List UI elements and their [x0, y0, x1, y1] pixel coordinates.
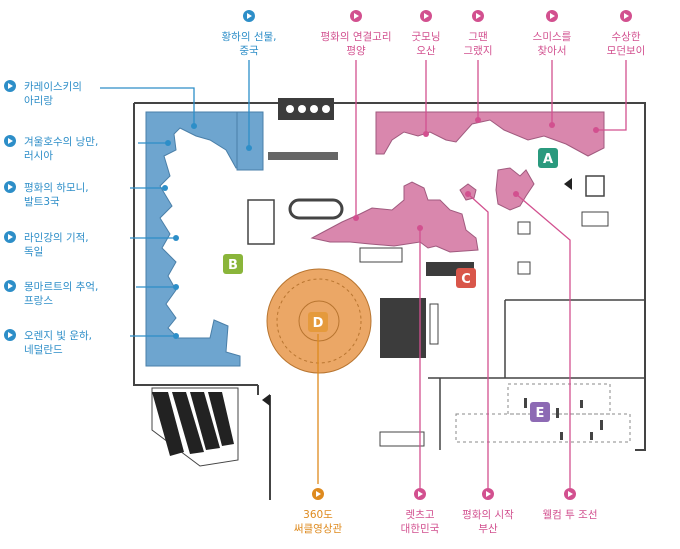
label-left-5-line1: 오렌지 빛 운하, [24, 329, 92, 342]
label-bottom-1[interactable]: 렛츠고 대한민국 [401, 488, 440, 535]
label-top-1-line2: 평양 [346, 45, 366, 57]
label-top-2-line2: 오산 [416, 45, 436, 57]
callout-lines-left [100, 60, 250, 337]
zone-b-badge[interactable]: B [223, 254, 243, 274]
label-left-4-line1: 몽마르트의 추억, [24, 281, 98, 293]
fixtures [247, 98, 609, 447]
label-top-0-line2: 중국 [239, 45, 259, 57]
label-bottom-1-line2: 대한민국 [401, 523, 440, 535]
label-left-2[interactable]: 평화의 하모니, 발트3국 [4, 181, 89, 208]
label-bottom-2-line2: 부산 [478, 523, 498, 535]
label-left-1-line2: 러시아 [24, 150, 53, 162]
label-top-4-line2: 찾아서 [538, 45, 567, 57]
label-left-5-line2: 네덜란드 [24, 344, 63, 356]
label-bottom-0-line2: 써클영상관 [294, 523, 343, 535]
label-bottom-3[interactable]: 웰컴 투 조선 [543, 488, 598, 521]
label-top-1-line1: 평화의 연결고리 [321, 31, 392, 43]
entrance-ramp [151, 387, 239, 467]
zone-c-letter: C [461, 272, 471, 287]
label-top-5[interactable]: 수상한 모던보이 [607, 10, 646, 57]
label-left-1[interactable]: 겨울호수의 낭만, 러시아 [4, 135, 98, 162]
entrance-arrow-icon [262, 394, 270, 406]
label-left-3-line2: 독일 [24, 245, 43, 258]
callout-dots-pink [353, 117, 599, 231]
zone-a-badge[interactable]: A [538, 148, 558, 168]
label-left-3[interactable]: 라인강의 기적, 독일 [4, 231, 89, 258]
zone-pyongyang-area[interactable] [310, 181, 479, 253]
label-left-4[interactable]: 몽마르트의 추억, 프랑스 [4, 280, 98, 307]
label-left-0[interactable]: 카레이스키의 아리랑 [4, 80, 82, 107]
zone-e-letter: E [536, 406, 545, 421]
label-left-2-line1: 평화의 하모니, [24, 181, 89, 194]
label-top-3-line1: 그땐 [468, 31, 487, 43]
zone-e-fixtures [524, 398, 603, 440]
label-top-5-line2: 모던보이 [607, 45, 646, 57]
label-bottom-3-line1: 웰컴 투 조선 [543, 509, 598, 521]
label-bottom-2-line1: 평화의 시작 [462, 509, 514, 521]
label-top-4[interactable]: 스미스를 찾아서 [533, 10, 572, 57]
zone-b-letter: B [228, 258, 238, 273]
callout-dots-left [162, 123, 252, 339]
zone-b-china-strip[interactable] [236, 111, 264, 171]
label-left-0-line1: 카레이스키의 [24, 81, 82, 93]
label-left-4-line2: 프랑스 [24, 295, 53, 307]
label-left-3-line1: 라인강의 기적, [24, 232, 89, 244]
label-left-1-line1: 겨울호수의 낭만, [24, 136, 98, 148]
zone-a-side[interactable] [495, 167, 535, 211]
zone-b-area[interactable] [145, 111, 253, 367]
callout-lines-pink [355, 60, 627, 488]
zone-d-badge[interactable]: D [308, 312, 328, 332]
label-top-5-line1: 수상한 [612, 31, 641, 43]
label-top-3[interactable]: 그땐 그랬지 [464, 10, 493, 57]
label-left-2-line2: 발트3국 [24, 196, 60, 208]
label-left-0-line2: 아리랑 [24, 95, 53, 107]
zone-a-letter: A [543, 152, 553, 167]
label-top-3-line2: 그랬지 [464, 45, 493, 57]
building-walls [133, 102, 646, 500]
zone-a-area[interactable] [375, 111, 605, 157]
zone-d-letter: D [313, 316, 324, 331]
zone-c-badge[interactable]: C [456, 268, 476, 288]
direction-arrow-icon [564, 178, 572, 190]
label-top-4-line1: 스미스를 [533, 31, 572, 43]
label-bottom-0-line1: 360도 [303, 509, 333, 521]
zone-e-badge[interactable]: E [530, 402, 550, 422]
restroom-icons [517, 221, 531, 275]
label-top-2-line1: 굿모닝 [412, 31, 441, 43]
label-bottom-2[interactable]: 평화의 시작 부산 [462, 488, 514, 535]
label-bottom-1-line1: 렛츠고 [406, 509, 435, 521]
label-top-0-line1: 황하의 선물, [222, 30, 277, 43]
label-top-0[interactable]: 황하의 선물, 중국 [222, 10, 277, 57]
label-top-2[interactable]: 굿모닝 오산 [412, 10, 441, 57]
label-top-1[interactable]: 평화의 연결고리 평양 [321, 10, 392, 57]
label-bottom-0[interactable]: 360도 써클영상관 [294, 488, 343, 535]
label-left-5[interactable]: 오렌지 빛 운하, 네덜란드 [4, 329, 92, 356]
